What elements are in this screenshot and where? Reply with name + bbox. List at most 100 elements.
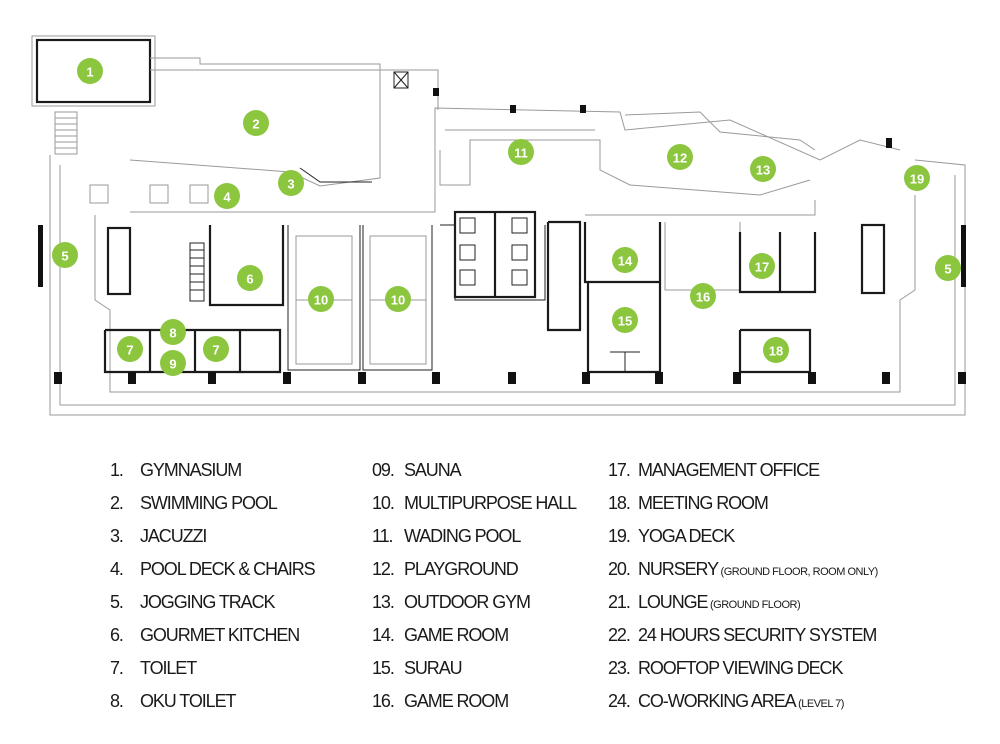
legend-name: WADING POOL <box>404 526 521 546</box>
room-marker-10: 10 <box>385 286 411 312</box>
marker-circle <box>117 336 143 362</box>
legend-number: 16. <box>372 691 395 711</box>
legend-number: 4. <box>110 559 124 579</box>
room-marker-12: 12 <box>667 144 693 170</box>
building-outline <box>49 107 966 416</box>
legend-name: MULTIPURPOSE HALL <box>404 493 577 513</box>
legend-number: 5. <box>110 592 124 612</box>
legend-name: TOILET <box>140 658 197 678</box>
marker-label: 14 <box>618 254 633 269</box>
room-marker-5: 5 <box>52 242 78 268</box>
legend-number: 15. <box>372 658 395 678</box>
marker-circle <box>243 110 269 136</box>
room-marker-1: 1 <box>77 58 103 84</box>
legend-number: 3. <box>110 526 124 546</box>
marker-circle <box>612 307 638 333</box>
structural-columns <box>38 88 966 384</box>
legend-item: 19.YOGA DECK <box>608 526 735 546</box>
room-marker-2: 2 <box>243 110 269 136</box>
legend-name: NURSERY <box>638 559 719 579</box>
legend-name: PLAYGROUND <box>404 559 519 579</box>
marker-circle <box>203 336 229 362</box>
legend-number: 2. <box>110 493 124 513</box>
legend-item: 6. GOURMET KITCHEN <box>110 625 300 645</box>
marker-circle <box>52 242 78 268</box>
legend-number: 17. <box>608 460 631 480</box>
legend-number: 18. <box>608 493 631 513</box>
room-marker-16: 16 <box>690 283 716 309</box>
legend-number: 23. <box>608 658 631 678</box>
marker-circle <box>160 319 186 345</box>
legend-number: 09. <box>372 460 395 480</box>
marker-circle <box>237 265 263 291</box>
legend-item: 20. NURSERY (GROUND FLOOR, ROOM ONLY) <box>608 559 878 582</box>
marker-label: 12 <box>673 151 687 166</box>
marker-circle <box>612 247 638 273</box>
legend-name: SWIMMING POOL <box>140 493 278 513</box>
legend-number: 13. <box>372 592 395 612</box>
legend-name: JOGGING TRACK <box>140 592 275 612</box>
legend-name: MEETING ROOM <box>638 493 769 513</box>
legend-item: 18. MEETING ROOM <box>608 493 769 513</box>
marker-circle <box>77 58 103 84</box>
marker-circle <box>308 286 334 312</box>
marker-label: 7 <box>212 343 219 358</box>
legend-name: OUTDOOR GYM <box>404 592 531 612</box>
room-marker-4: 4 <box>214 183 240 209</box>
marker-circle <box>750 156 776 182</box>
legend-name: LOUNGE <box>638 592 709 612</box>
legend-note: (GROUND FLOOR) <box>707 599 801 611</box>
legend-number: 12. <box>372 559 395 579</box>
marker-circle <box>214 183 240 209</box>
room-marker-7: 7 <box>203 336 229 362</box>
legend-item: 15.SURAU <box>372 658 463 678</box>
marker-circle <box>160 350 186 376</box>
legend-item: 12. PLAYGROUND <box>372 559 519 579</box>
legend-name: GAME ROOM <box>404 625 509 645</box>
marker-label: 2 <box>252 117 259 132</box>
legend-item: 24.CO-WORKING AREA (LEVEL 7) <box>608 691 844 714</box>
legend-number: 22. <box>608 625 631 645</box>
legend-name: GOURMET KITCHEN <box>140 625 300 645</box>
marker-label: 7 <box>126 343 133 358</box>
interior-walls <box>103 200 886 374</box>
legend-number: 10. <box>372 493 395 513</box>
legend-note: (LEVEL 7) <box>795 698 844 710</box>
legend-item: 8.OKU TOILET <box>110 691 236 711</box>
legend-name: POOL DECK & CHAIRS <box>140 559 316 579</box>
legend-note: (GROUND FLOOR, ROOM ONLY) <box>718 566 879 578</box>
legend-item: 7.TOILET <box>110 658 197 678</box>
legend-item: 5. JOGGING TRACK <box>110 592 275 612</box>
room-marker-6: 6 <box>237 265 263 291</box>
room-marker-13: 13 <box>750 156 776 182</box>
legend-number: 20. <box>608 559 631 579</box>
marker-label: 13 <box>756 163 770 178</box>
legend-name: ROOFTOP VIEWING DECK <box>638 658 843 678</box>
legend-name: SAUNA <box>404 460 462 480</box>
legend-name: OKU TOILET <box>140 691 236 711</box>
legend-name: CO-WORKING AREA <box>638 691 797 711</box>
marker-circle <box>508 139 534 165</box>
legend-number: 21. <box>608 592 631 612</box>
marker-circle <box>278 170 304 196</box>
pool-area-outline <box>129 57 439 187</box>
legend-number: 11. <box>372 526 393 546</box>
room-marker-7: 7 <box>117 336 143 362</box>
legend-number: 6. <box>110 625 124 645</box>
legend-number: 14. <box>372 625 395 645</box>
gymnasium-room <box>31 35 156 155</box>
pool-deck-squares <box>89 184 209 204</box>
legend-name: GAME ROOM <box>404 691 509 711</box>
room-marker-15: 15 <box>612 307 638 333</box>
legend-name: GYMNASIUM <box>140 460 242 480</box>
marker-label: 5 <box>61 249 68 264</box>
marker-label: 1 <box>86 65 93 80</box>
legend-number: 19. <box>608 526 631 546</box>
marker-label: 6 <box>246 272 253 287</box>
legend-item: 1.GYMNASIUM <box>110 460 242 480</box>
marker-label: 17 <box>755 260 769 275</box>
legend-name: 24 HOURS SECURITY SYSTEM <box>638 625 877 645</box>
room-marker-10: 10 <box>308 286 334 312</box>
marker-label: 5 <box>944 262 951 277</box>
legend-name: JACUZZI <box>140 526 207 546</box>
